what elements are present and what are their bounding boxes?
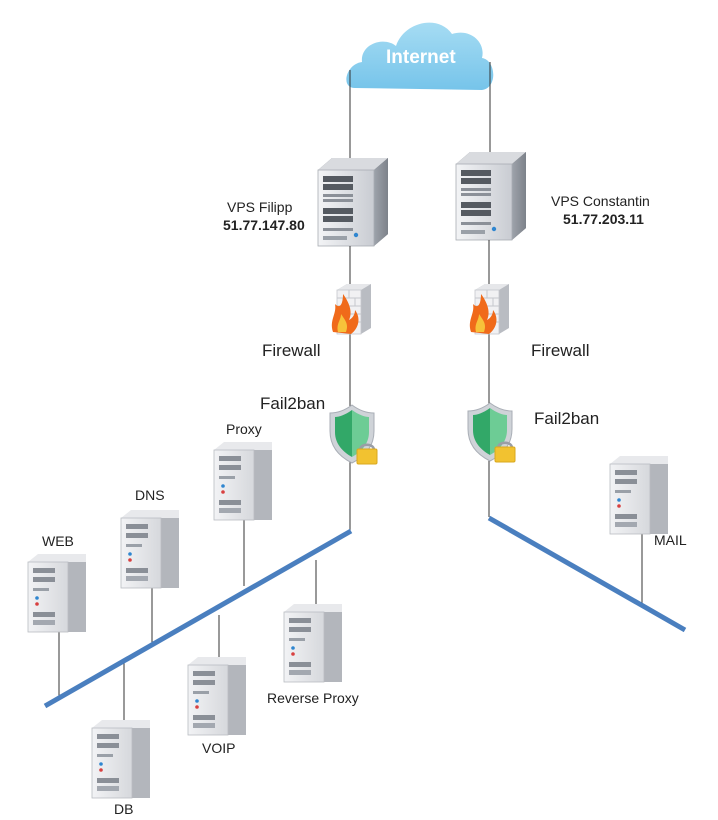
voip-server-icon [187, 656, 247, 736]
internet-cloud-icon [346, 22, 494, 90]
vps-links [349, 240, 490, 530]
right-network-bus [487, 515, 687, 633]
web-server-label: WEB [42, 533, 74, 549]
proxy-server-label: Proxy [226, 421, 262, 437]
web-server-icon [27, 553, 87, 633]
fail2ban-left-label: Fail2ban [260, 394, 326, 413]
voip-server-label: VOIP [202, 740, 236, 756]
vps-filipp-server-icon [317, 157, 389, 247]
fail2ban-right-shield-icon [466, 401, 517, 464]
reverse-proxy-server-icon [283, 603, 343, 683]
mail-server-icon [609, 455, 669, 535]
vps-constantin-name: VPS Constantin [551, 193, 650, 209]
fail2ban-left-shield-icon [328, 403, 379, 466]
firewall-left-icon [331, 283, 372, 335]
firewall-right-label: Firewall [531, 341, 590, 360]
vps-filipp-ip: 51.77.147.80 [223, 217, 305, 233]
mail-server-label: MAIL [654, 532, 687, 548]
fail2ban-right-label: Fail2ban [534, 409, 600, 428]
db-server-label: DB [114, 801, 134, 817]
proxy-server-icon [213, 441, 273, 521]
dns-server-icon [120, 509, 180, 589]
vps-constantin-ip: 51.77.203.11 [563, 211, 644, 227]
server-drop-lines [58, 516, 643, 722]
cloud-links [349, 62, 491, 165]
left-network-bus [43, 528, 353, 709]
vps-constantin-server-icon [455, 151, 527, 241]
vps-filipp-name: VPS Filipp [227, 199, 293, 215]
firewall-right-icon [469, 283, 510, 335]
dns-server-label: DNS [135, 487, 165, 503]
reverse-proxy-server-label: Reverse Proxy [267, 690, 359, 706]
db-server-icon [91, 719, 151, 799]
internet-label: Internet [386, 47, 456, 68]
firewall-left-label: Firewall [262, 341, 321, 360]
